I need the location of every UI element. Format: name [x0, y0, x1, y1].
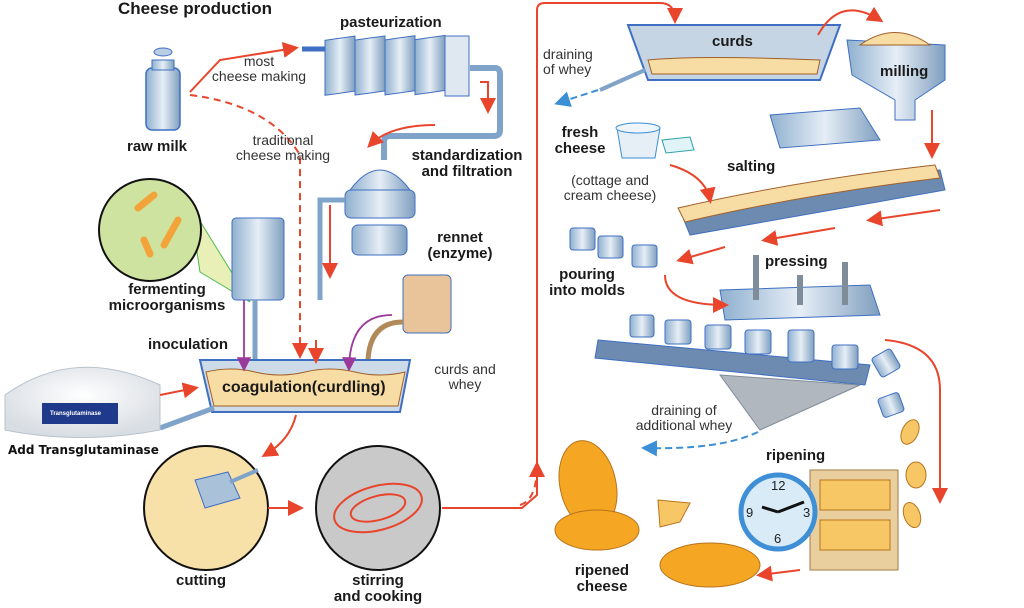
clock-numeral-12: 12: [771, 478, 786, 493]
label-draining-of-whey: draining of whey: [543, 47, 593, 76]
label-fermenting-line1: fermenting: [128, 281, 206, 298]
label-milling: milling: [880, 63, 929, 80]
label-draining-additional-whey: draining of additional whey: [620, 403, 748, 432]
label-stirring-line1: stirring: [352, 572, 404, 589]
ripening-shelf-icon: [809, 469, 899, 571]
transglutaminase-badge: Transglutaminase: [50, 411, 102, 417]
stirring-magnifier-icon: [315, 445, 441, 571]
label-ripening: ripening: [766, 447, 826, 464]
label-pouring-line2: into molds: [549, 281, 625, 299]
ripened-cheese-icon: [554, 440, 761, 588]
milk-can-icon: [145, 47, 181, 131]
label-ripened-line2: cheese: [576, 577, 628, 595]
label-cutting: cutting: [176, 572, 226, 589]
label-ripened-line1: ripened: [574, 562, 630, 579]
pasteurizer-icon: [302, 34, 503, 160]
label-fresh-line1: fresh: [561, 124, 599, 141]
label-standardization-line2: and filtration: [421, 162, 513, 180]
label-rennet-line1: rennet: [437, 229, 483, 246]
label-draining-whey-line2: of whey: [543, 60, 592, 77]
label-traditional-line2: cheese making: [235, 146, 331, 163]
diagram-title: Cheese production: [118, 0, 272, 18]
coagulation-vat-icon: [159, 359, 412, 431]
label-rennet-line2: (enzyme): [427, 244, 493, 262]
label-standardization-line1: standardization: [411, 147, 523, 164]
label-most-line1: most: [243, 53, 275, 69]
clock-icon: [738, 472, 818, 552]
clock-numeral-3: 3: [803, 505, 811, 520]
label-draining-add-line1: draining of: [651, 402, 717, 418]
cheese-rounds-icon: [900, 419, 927, 529]
label-curds-and-whey: curds and whey: [425, 362, 505, 391]
process-arrows: [159, 1, 948, 582]
whey-arrows: [554, 89, 759, 457]
label-most-cheese-making: most cheese making: [200, 54, 318, 83]
rennet-container-icon: [365, 274, 452, 361]
label-fermenting-line2: microorganisms: [108, 296, 226, 314]
milling-hopper-icon: [846, 32, 946, 121]
label-ripened-cheese: ripened cheese: [560, 563, 644, 595]
label-inoculation: inoculation: [148, 336, 228, 353]
label-stirring-and-cooking: stirring and cooking: [318, 573, 438, 605]
pressing-conveyor-icon: [594, 255, 905, 431]
label-traditional-line1: traditional: [252, 132, 314, 148]
transglutaminase-tub-icon: [4, 366, 161, 438]
label-most-line2: cheese making: [211, 67, 307, 84]
label-curds-whey-line1: curds and: [434, 361, 496, 377]
molds-icon: [569, 227, 658, 268]
label-cottage-cream-cheese: (cottage and cream cheese): [552, 173, 668, 202]
separator-icon: [317, 169, 416, 300]
label-pouring-line1: pouring: [559, 266, 615, 283]
curds-vat-icon: [599, 24, 842, 92]
label-pasteurization: pasteurization: [340, 14, 442, 31]
salting-conveyor-icon: [677, 107, 946, 236]
label-cottage-line2: cream cheese): [563, 186, 657, 203]
label-stirring-line2: and cooking: [333, 587, 423, 605]
label-coagulation: coagulation(curdling): [222, 379, 386, 396]
label-salting: salting: [727, 158, 776, 175]
clock-numeral-9: 9: [746, 505, 754, 520]
label-fresh-line2: cheese: [554, 139, 606, 157]
label-fermenting-microorganisms: fermenting microorganisms: [100, 282, 234, 314]
label-traditional-cheese-making: traditional cheese making: [222, 133, 344, 162]
fresh-cheese-icon: [615, 122, 695, 159]
label-pressing: pressing: [765, 253, 828, 270]
cutting-magnifier-icon: [143, 445, 269, 571]
label-curds: curds: [712, 33, 753, 50]
additive-arrows: [236, 300, 393, 372]
label-add-transglutaminase: Add Transglutaminase: [8, 443, 159, 457]
label-curds-whey-line2: whey: [448, 375, 482, 392]
label-raw-milk: raw milk: [127, 138, 188, 155]
label-standardization: standardization and filtration: [402, 148, 532, 180]
culture-tank-icon: [231, 217, 285, 365]
label-pouring-into-molds: pouring into molds: [540, 267, 634, 299]
label-fresh-cheese: fresh cheese: [548, 125, 612, 157]
label-rennet: rennet (enzyme): [420, 230, 500, 262]
clock-numeral-6: 6: [774, 531, 782, 546]
label-cottage-line1: (cottage and: [571, 172, 649, 188]
label-draining-whey-line1: draining: [543, 46, 593, 62]
label-draining-add-line2: additional whey: [635, 416, 733, 433]
